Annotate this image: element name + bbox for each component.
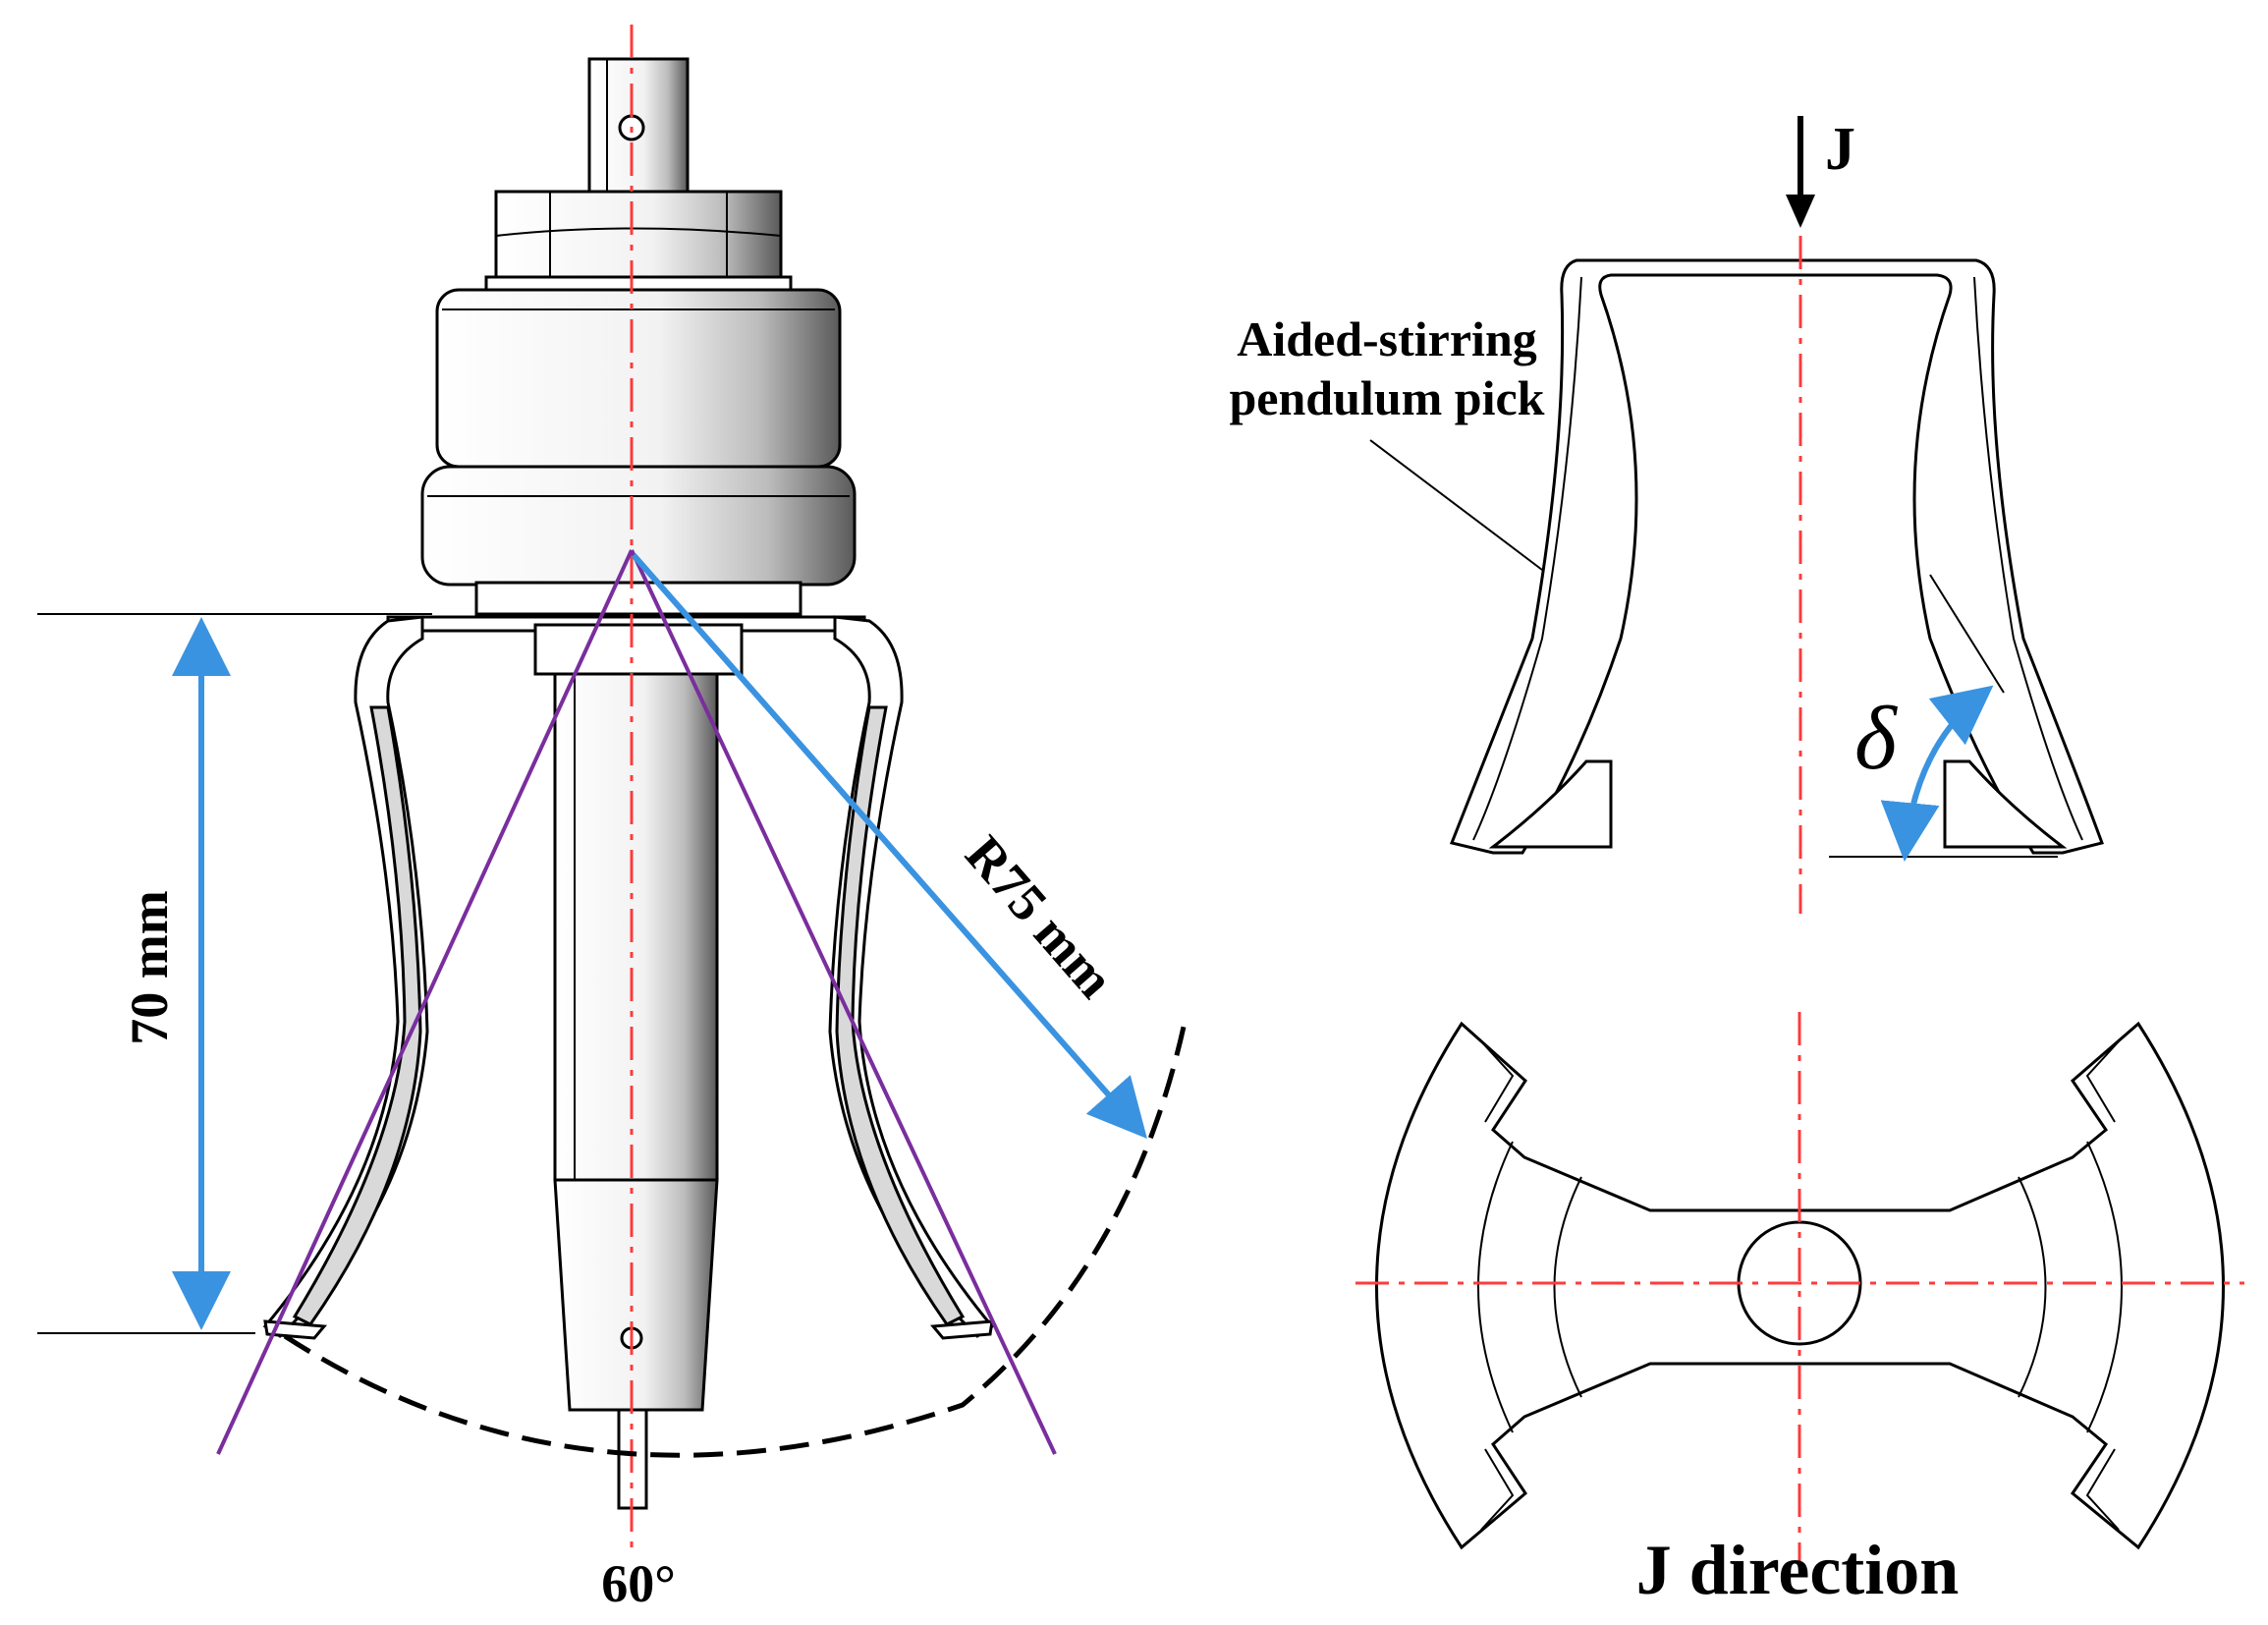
- j-arrow-head: [1786, 195, 1815, 228]
- pick-leader-line: [1369, 439, 1543, 571]
- hex-nut: [494, 190, 783, 287]
- pick-profile: [1449, 258, 2104, 855]
- hub-body-upper: [435, 288, 842, 469]
- stirrer-front-view: 70 mm R75 mm 60°: [37, 25, 1187, 1613]
- swing-arc: [283, 1026, 1187, 1458]
- cone-line-left: [216, 549, 634, 1455]
- cone-line-right: [630, 549, 1057, 1455]
- cone-angle-label: 60°: [601, 1554, 676, 1613]
- j-arrow-label: J: [1825, 116, 1855, 183]
- delta-symbol: δ: [1854, 688, 1898, 788]
- center-shaft: [553, 672, 719, 1182]
- pick-label-line1: Aided-stirring: [1237, 311, 1537, 366]
- j-direction-label: J direction: [1636, 1531, 1960, 1609]
- radius-dim-arrow: [631, 553, 1147, 1140]
- radius-dim-label: R75 mm: [954, 824, 1125, 1009]
- height-dim-label: 70 mm: [120, 890, 179, 1044]
- delta-arc-arrow: [1880, 685, 1994, 862]
- j-direction-view: J direction: [1355, 1012, 2244, 1609]
- pick-side-view: J Aided-stirring pendulum pick δ: [1230, 116, 2104, 914]
- delta-tangent-line: [1929, 574, 2005, 694]
- pick-label-line2: pendulum pick: [1230, 370, 1545, 425]
- shaft-tip: [553, 1178, 719, 1412]
